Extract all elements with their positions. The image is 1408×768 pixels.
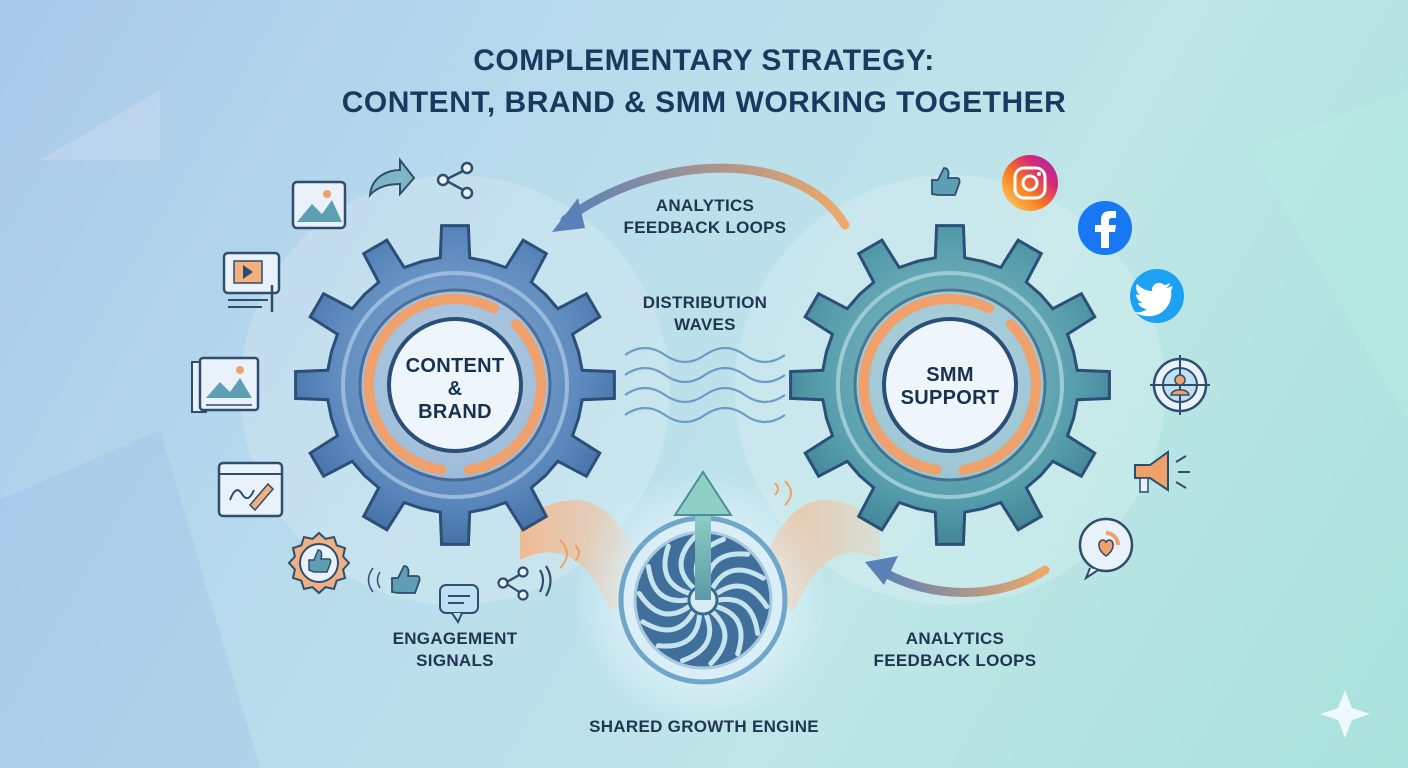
distribution-waves xyxy=(624,346,786,424)
distribution-waves-label: DISTRIBUTION WAVES xyxy=(600,292,810,336)
edit-window-icon xyxy=(217,461,284,518)
turbine-blade xyxy=(640,610,696,633)
arrowhead xyxy=(865,556,898,585)
growth-arrowhead xyxy=(673,470,733,516)
thumbs-up-icon xyxy=(931,167,961,196)
share-nodes-icon xyxy=(497,565,552,601)
distribution-line-1: DISTRIBUTION xyxy=(642,293,768,312)
page-title-line-2: CONTENT, BRAND & SMM WORKING TOGETHER xyxy=(341,86,1067,119)
gear-left-line-3: BRAND xyxy=(418,401,492,423)
megaphone-icon xyxy=(1134,450,1190,493)
bg-shape xyxy=(40,90,160,160)
shared-growth-engine-label: SHARED GROWTH ENGINE xyxy=(589,717,819,736)
turbine-blade xyxy=(678,533,698,590)
twitter-icon xyxy=(1130,269,1184,323)
distribution-line-2: WAVES xyxy=(674,315,736,334)
engagement-line-2: SIGNALS xyxy=(416,651,494,670)
target-user-icon xyxy=(1150,355,1210,415)
analytics-arrow-bottom xyxy=(875,565,1050,597)
image-icon xyxy=(291,180,347,230)
video-player-icon xyxy=(222,251,281,312)
gear-right-label: SMM SUPPORT xyxy=(870,364,1030,410)
analytics-bottom-line-2: FEEDBACK LOOPS xyxy=(873,651,1037,670)
motion-lines xyxy=(559,539,580,569)
turbine-blade xyxy=(636,591,692,617)
sparkle-icon xyxy=(1320,690,1370,738)
chat-bubble-icon xyxy=(439,584,479,625)
bg-shape xyxy=(1250,90,1408,420)
cycle-arrow xyxy=(463,319,546,475)
cycle-arrow xyxy=(858,293,994,475)
gear-hub xyxy=(387,317,523,453)
page-title-line-1: COMPLEMENTARY STRATEGY: xyxy=(473,44,935,77)
photo-slideshow-icon xyxy=(191,356,260,413)
instagram-icon xyxy=(1002,155,1058,211)
analytics-top-line-2: FEEDBACK LOOPS xyxy=(623,218,787,237)
turbine-blade xyxy=(680,613,713,664)
bg-shape xyxy=(0,430,260,768)
cycle-arrow xyxy=(363,293,499,475)
turbine-blade xyxy=(714,604,744,657)
share-nodes-icon xyxy=(436,161,474,200)
motion-lines xyxy=(774,480,792,506)
heart-chat-icon xyxy=(1078,517,1134,581)
analytics-feedback-label-top: ANALYTICS FEEDBACK LOOPS xyxy=(600,195,810,239)
arrowhead xyxy=(552,198,585,232)
gear-ring xyxy=(341,271,569,499)
thumbs-up-icon xyxy=(367,565,421,594)
share-arrow-icon xyxy=(368,157,416,198)
cycle-arrow xyxy=(958,319,1041,475)
turbine-blade xyxy=(655,613,702,649)
turbine-blade xyxy=(710,567,766,590)
engagement-signals-label: ENGAGEMENT SIGNALS xyxy=(355,628,555,672)
growth-arrow xyxy=(695,510,711,600)
turbine-blade xyxy=(716,596,761,636)
turbine-blade xyxy=(645,564,690,604)
gear-right-line-1: SMM xyxy=(926,364,974,386)
gear-ring xyxy=(836,271,1064,499)
like-badge-icon xyxy=(287,531,351,595)
gear-hub xyxy=(882,317,1018,453)
gear-left-label: CONTENT & BRAND xyxy=(375,355,535,424)
gear-smm-support xyxy=(789,224,1111,546)
gear-content-brand xyxy=(294,224,616,546)
analytics-top-line-1: ANALYTICS xyxy=(655,196,755,215)
gear-left-line-1: CONTENT xyxy=(405,355,505,377)
turbine-blade xyxy=(662,543,692,596)
turbine-blade xyxy=(708,610,728,667)
analytics-arrow-top xyxy=(560,163,850,230)
analytics-feedback-label-bottom: ANALYTICS FEEDBACK LOOPS xyxy=(845,628,1065,672)
gear-left-line-2: & xyxy=(447,378,463,400)
engagement-line-1: ENGAGEMENT xyxy=(392,629,518,648)
gear-right-line-2: SUPPORT xyxy=(900,387,1000,409)
facebook-icon xyxy=(1078,201,1132,255)
analytics-bottom-line-1: ANALYTICS xyxy=(905,629,1005,648)
turbine-blade xyxy=(714,583,770,609)
